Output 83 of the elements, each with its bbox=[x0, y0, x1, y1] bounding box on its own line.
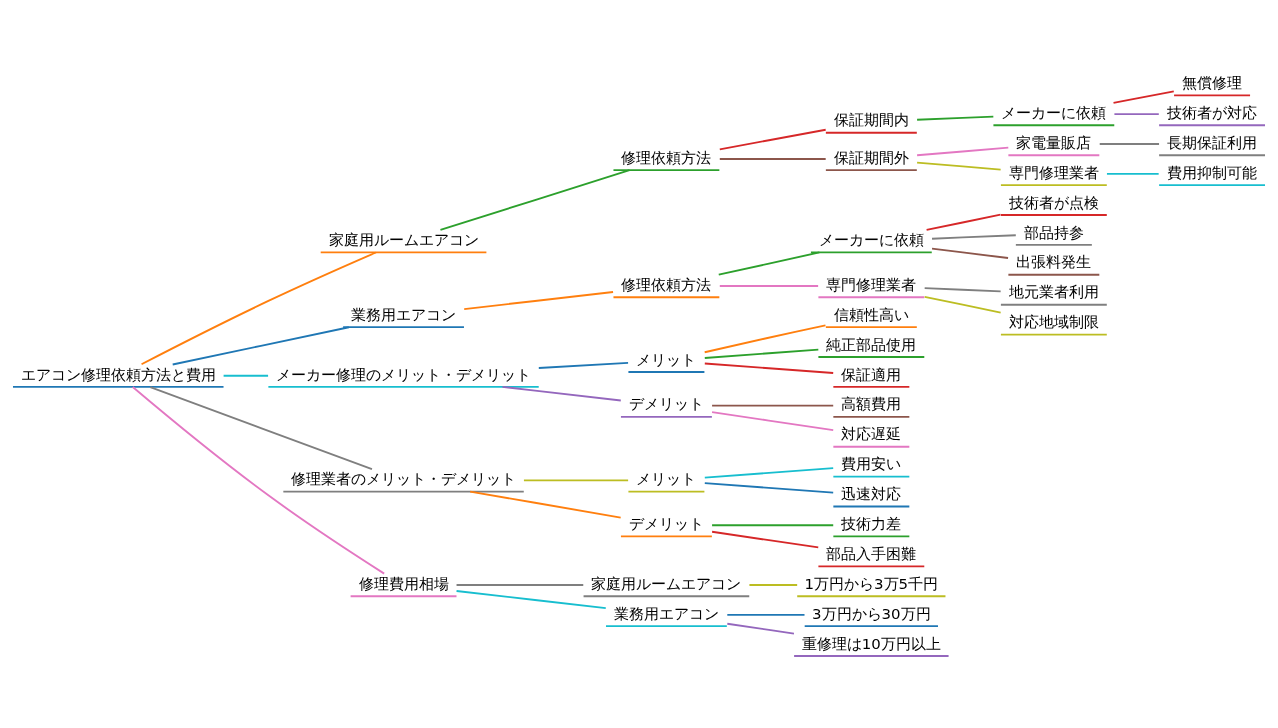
connector bbox=[923, 286, 1002, 292]
connector bbox=[718, 157, 827, 160]
connector bbox=[703, 362, 835, 374]
connector bbox=[748, 583, 799, 586]
node-text: 純正部品使用 bbox=[826, 335, 917, 354]
connector bbox=[718, 128, 827, 150]
connector bbox=[726, 613, 806, 616]
connector bbox=[463, 290, 614, 310]
node-text: 保証期間内 bbox=[833, 110, 909, 129]
connector bbox=[916, 161, 1002, 170]
connector bbox=[711, 523, 835, 526]
connector bbox=[171, 325, 350, 365]
connector bbox=[1106, 172, 1160, 175]
node-text: 業務用エアコン bbox=[351, 305, 457, 324]
node-text: 業務用エアコン bbox=[613, 604, 719, 623]
connector bbox=[711, 530, 820, 548]
connector bbox=[140, 251, 377, 365]
node-text: 技術者が点検 bbox=[1008, 193, 1099, 212]
node-text: 対応遅延 bbox=[841, 424, 902, 443]
connector bbox=[711, 410, 835, 431]
connector bbox=[726, 622, 795, 634]
node-text: 部品入手困難 bbox=[826, 544, 917, 563]
node-text: 地元業者利用 bbox=[1008, 282, 1099, 301]
connector bbox=[469, 490, 622, 518]
connector bbox=[703, 481, 835, 493]
node-text: 家電量販店 bbox=[1016, 133, 1092, 152]
connector bbox=[718, 284, 820, 287]
node-text: 家庭用ルームエアコン bbox=[591, 574, 742, 593]
connector bbox=[439, 168, 631, 231]
node-text: 修理費用相場 bbox=[358, 574, 449, 593]
node-text: 費用抑制可能 bbox=[1167, 163, 1258, 182]
connector bbox=[131, 385, 386, 575]
node-text: 3万円から30万円 bbox=[812, 604, 931, 623]
connector bbox=[455, 589, 607, 609]
connector bbox=[1113, 112, 1160, 115]
connector bbox=[931, 233, 1017, 240]
connector bbox=[537, 361, 630, 369]
node-text: エアコン修理依頼方法と費用 bbox=[20, 365, 216, 384]
node-text: 信頼性高い bbox=[833, 305, 909, 324]
node-text: 修理業者のメリット・デメリット bbox=[291, 469, 517, 488]
connector bbox=[455, 583, 585, 586]
node-text: 出張料発生 bbox=[1016, 252, 1092, 271]
node-text: デメリット bbox=[628, 514, 704, 533]
node-text: 対応地域制限 bbox=[1008, 312, 1099, 331]
node-text: 修理依頼方法 bbox=[621, 148, 712, 167]
node-text: 1万円から3万5千円 bbox=[804, 574, 939, 593]
connector bbox=[931, 247, 1009, 259]
node-text: 保証適用 bbox=[841, 365, 902, 384]
node-text: メーカー修理のメリット・デメリット bbox=[276, 365, 532, 384]
connector bbox=[717, 250, 821, 276]
node-text: 技術力差 bbox=[841, 514, 902, 533]
connector bbox=[711, 404, 835, 407]
connector bbox=[501, 385, 622, 401]
node-text: 部品持参 bbox=[1023, 223, 1084, 242]
node-text: 技術者が対応 bbox=[1167, 103, 1258, 122]
node-text: 高額費用 bbox=[841, 394, 902, 413]
node-text: メーカーに依頼 bbox=[1001, 103, 1107, 122]
node-text: メリット bbox=[636, 469, 697, 488]
node-text: 重修理は10万円以上 bbox=[801, 634, 941, 653]
node-text: 費用安い bbox=[841, 454, 902, 473]
connector bbox=[916, 115, 995, 121]
node-text: 家庭用ルームエアコン bbox=[328, 230, 479, 249]
node-text: 迅速対応 bbox=[841, 484, 902, 503]
connector bbox=[703, 323, 827, 353]
connector bbox=[149, 385, 373, 470]
connector bbox=[1112, 89, 1175, 104]
node-text: メーカーに依頼 bbox=[818, 230, 924, 249]
connector bbox=[1098, 142, 1160, 145]
connector bbox=[916, 146, 1010, 156]
connector bbox=[703, 348, 820, 359]
node-text: デメリット bbox=[628, 394, 704, 413]
node-text: 無償修理 bbox=[1182, 73, 1243, 92]
node-text: 修理依頼方法 bbox=[621, 275, 712, 294]
node-text: 専門修理業者 bbox=[826, 275, 917, 294]
node-text: 保証期間外 bbox=[833, 148, 909, 167]
node-text: 長期保証利用 bbox=[1167, 133, 1258, 152]
connector bbox=[222, 374, 270, 377]
connector bbox=[703, 466, 835, 479]
connector bbox=[923, 295, 1002, 314]
node-text: 専門修理業者 bbox=[1008, 163, 1099, 182]
connector bbox=[925, 213, 1002, 231]
node-text: メリット bbox=[636, 350, 697, 369]
connector bbox=[523, 478, 630, 481]
